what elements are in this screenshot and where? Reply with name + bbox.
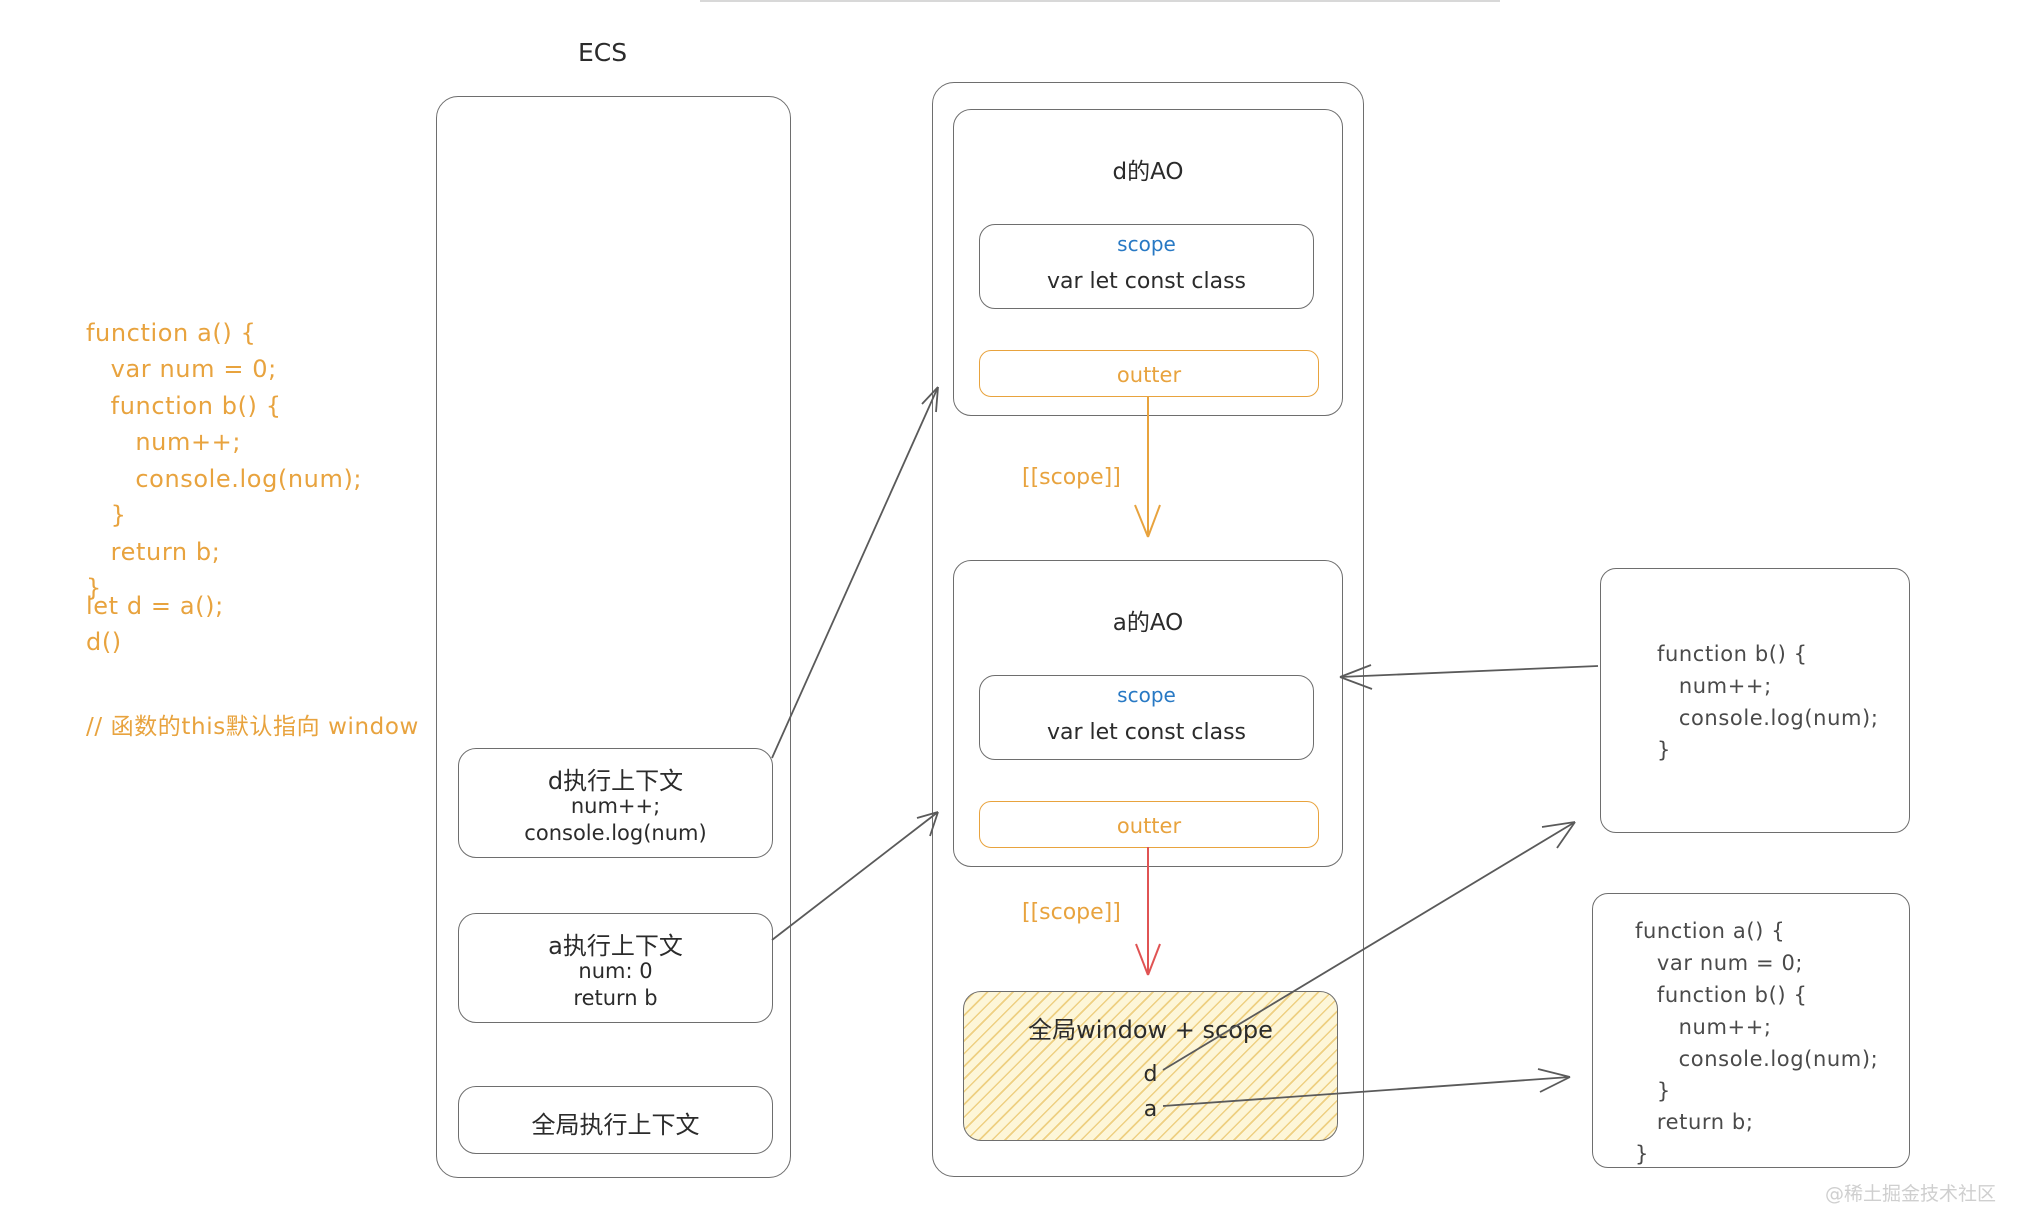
ecs-frame-d[interactable]: d执行上下文 num++; console.log(num) — [458, 748, 773, 858]
ecs-frame-d-line-1: console.log(num) — [524, 821, 707, 845]
watermark: @稀土掘金技术社区 — [1825, 1183, 1997, 1205]
ecs-frame-d-heading: d执行上下文 — [547, 767, 684, 795]
ao-box-d[interactable]: d的AO scope var let const class outter — [953, 109, 1343, 416]
ao-box-a-scope[interactable]: scope var let const class — [979, 675, 1314, 760]
code-card-function-b[interactable]: function b() { num++; console.log(num); … — [1600, 568, 1910, 833]
ecs-frame-global-heading: 全局执行上下文 — [531, 1111, 700, 1139]
ao-box-a-scope-label: scope — [1117, 683, 1176, 707]
ecs-frame-a-heading: a执行上下文 — [548, 932, 683, 960]
ao-box-d-outter[interactable]: outter — [979, 350, 1319, 397]
global-scope-heading: 全局window + scope — [1028, 1016, 1273, 1044]
ecs-frame-d-line-0: num++; — [570, 794, 661, 818]
ao-box-d-scope-label: scope — [1117, 232, 1176, 256]
scope-link-label-2: [[scope]] — [1022, 900, 1121, 925]
ao-box-a-scope-content: var let const class — [1047, 720, 1246, 745]
arrow-a-frame-to-a-ao — [771, 811, 939, 941]
global-scope-entry-d: d — [1143, 1062, 1158, 1087]
code-card-function-a-text: function a() { var num = 0; function b()… — [1635, 919, 1879, 1167]
source-code-comment: // 函数的this默认指向 window — [86, 714, 419, 740]
ecs-frame-a-line-1: return b — [573, 986, 658, 1010]
source-code-call: let d = a(); d() — [86, 592, 224, 657]
arrow-b-card-to-a-ao — [1339, 664, 1599, 690]
code-card-function-a[interactable]: function a() { var num = 0; function b()… — [1592, 893, 1910, 1168]
top-divider — [700, 0, 1500, 2]
scope-link-label-1: [[scope]] — [1022, 465, 1121, 490]
ao-box-a-outter-label: outter — [1116, 814, 1182, 838]
ecs-title: ECS — [578, 38, 628, 67]
ao-box-d-heading: d的AO — [1112, 159, 1184, 185]
source-code-main: function a() { var num = 0; function b()… — [86, 319, 363, 603]
code-card-function-b-text: function b() { num++; console.log(num); … — [1657, 642, 1879, 762]
ecs-frame-a[interactable]: a执行上下文 num: 0 return b — [458, 913, 773, 1023]
ao-box-d-outter-label: outter — [1116, 363, 1182, 387]
global-scope-box[interactable]: 全局window + scope d a — [963, 991, 1338, 1141]
ao-box-a-outter[interactable]: outter — [979, 801, 1319, 848]
ao-box-d-scope[interactable]: scope var let const class — [979, 224, 1314, 309]
ao-box-a[interactable]: a的AO scope var let const class outter — [953, 560, 1343, 867]
global-scope-entry-a: a — [1143, 1097, 1158, 1122]
ecs-frame-a-line-0: num: 0 — [578, 959, 653, 983]
ao-box-a-heading: a的AO — [1112, 610, 1184, 636]
ao-box-d-scope-content: var let const class — [1047, 269, 1246, 294]
ecs-frame-global[interactable]: 全局执行上下文 — [458, 1086, 773, 1154]
arrow-d-frame-to-d-ao — [771, 386, 939, 759]
